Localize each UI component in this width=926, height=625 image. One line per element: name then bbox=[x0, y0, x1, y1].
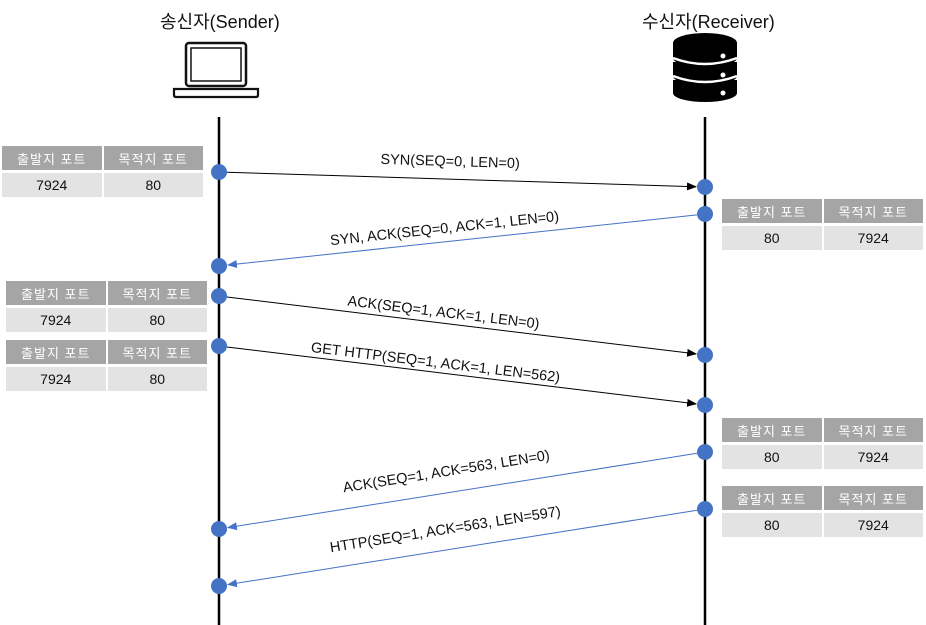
destination-port-value: 80 bbox=[103, 173, 203, 197]
port-table-header: 출발지 포트 목적지 포트 bbox=[722, 418, 923, 442]
destination-port-header: 목적지 포트 bbox=[107, 340, 207, 364]
receiver-port-table: 출발지 포트 목적지 포트 80 7924 bbox=[722, 418, 923, 469]
destination-port-value: 7924 bbox=[823, 513, 923, 537]
message-arrow bbox=[226, 509, 698, 588]
message-label: ACK(SEQ=1, ACK=563, LEN=0) bbox=[342, 448, 551, 497]
port-table-values: 80 7924 bbox=[722, 445, 923, 469]
source-port-value: 80 bbox=[722, 226, 822, 250]
destination-port-header: 목적지 포트 bbox=[823, 199, 923, 223]
source-port-value: 7924 bbox=[6, 367, 106, 391]
sender-port-table: 출발지 포트 목적지 포트 7924 80 bbox=[2, 146, 203, 197]
message-arrow bbox=[226, 452, 698, 531]
port-table-values: 7924 80 bbox=[6, 367, 207, 391]
receiver-event-node bbox=[697, 397, 713, 413]
port-table-header: 출발지 포트 목적지 포트 bbox=[6, 281, 207, 305]
destination-port-value: 80 bbox=[107, 308, 207, 332]
destination-port-header: 목적지 포트 bbox=[823, 418, 923, 442]
sender-title: 송신자(Sender) bbox=[160, 12, 280, 32]
port-table-values: 7924 80 bbox=[2, 173, 203, 197]
source-port-header: 출발지 포트 bbox=[6, 340, 106, 364]
source-port-header: 출발지 포트 bbox=[722, 486, 822, 510]
message-label: HTTP(SEQ=1, ACK=563, LEN=597) bbox=[329, 504, 562, 556]
destination-port-value: 80 bbox=[107, 367, 207, 391]
port-table-header: 출발지 포트 목적지 포트 bbox=[6, 340, 207, 364]
source-port-value: 80 bbox=[722, 513, 822, 537]
sender-port-table: 출발지 포트 목적지 포트 7924 80 bbox=[6, 281, 207, 332]
port-table-values: 80 7924 bbox=[722, 513, 923, 537]
destination-port-value: 7924 bbox=[823, 226, 923, 250]
sender-event-node bbox=[211, 164, 227, 180]
port-table-header: 출발지 포트 목적지 포트 bbox=[722, 199, 923, 223]
message-arrow bbox=[226, 346, 698, 407]
message-arrow bbox=[226, 171, 698, 191]
receiver-port-table: 출발지 포트 목적지 포트 80 7924 bbox=[722, 199, 923, 250]
destination-port-header: 목적지 포트 bbox=[107, 281, 207, 305]
receiver-event-node bbox=[697, 179, 713, 195]
message-label: ACK(SEQ=1, ACK=1, LEN=0) bbox=[347, 293, 541, 332]
message-label: GET HTTP(SEQ=1, ACK=1, LEN=562) bbox=[310, 340, 561, 386]
port-table-values: 7924 80 bbox=[6, 308, 207, 332]
sender-event-node bbox=[211, 578, 227, 594]
message-arrow bbox=[226, 214, 698, 269]
receiver-title: 수신자(Receiver) bbox=[642, 12, 775, 32]
receiver-event-node bbox=[697, 206, 713, 222]
source-port-value: 80 bbox=[722, 445, 822, 469]
destination-port-value: 7924 bbox=[823, 445, 923, 469]
message-label: SYN(SEQ=0, LEN=0) bbox=[380, 152, 520, 172]
port-table-header: 출발지 포트 목적지 포트 bbox=[2, 146, 203, 170]
source-port-header: 출발지 포트 bbox=[6, 281, 106, 305]
receiver-port-table: 출발지 포트 목적지 포트 80 7924 bbox=[722, 486, 923, 537]
message-arrow bbox=[226, 296, 698, 357]
laptop-icon bbox=[172, 41, 260, 99]
sender-port-table: 출발지 포트 목적지 포트 7924 80 bbox=[6, 340, 207, 391]
port-table-header: 출발지 포트 목적지 포트 bbox=[722, 486, 923, 510]
sender-event-node bbox=[211, 288, 227, 304]
receiver-event-node bbox=[697, 444, 713, 460]
port-table-values: 80 7924 bbox=[722, 226, 923, 250]
source-port-header: 출발지 포트 bbox=[722, 418, 822, 442]
receiver-event-node bbox=[697, 347, 713, 363]
source-port-header: 출발지 포트 bbox=[722, 199, 822, 223]
message-label: SYN, ACK(SEQ=0, ACK=1, LEN=0) bbox=[329, 209, 560, 249]
sender-event-node bbox=[211, 258, 227, 274]
source-port-value: 7924 bbox=[6, 308, 106, 332]
database-icon bbox=[672, 33, 738, 102]
sender-event-node bbox=[211, 521, 227, 537]
source-port-header: 출발지 포트 bbox=[2, 146, 102, 170]
destination-port-header: 목적지 포트 bbox=[103, 146, 203, 170]
destination-port-header: 목적지 포트 bbox=[823, 486, 923, 510]
receiver-event-node bbox=[697, 501, 713, 517]
sender-event-node bbox=[211, 338, 227, 354]
source-port-value: 7924 bbox=[2, 173, 102, 197]
